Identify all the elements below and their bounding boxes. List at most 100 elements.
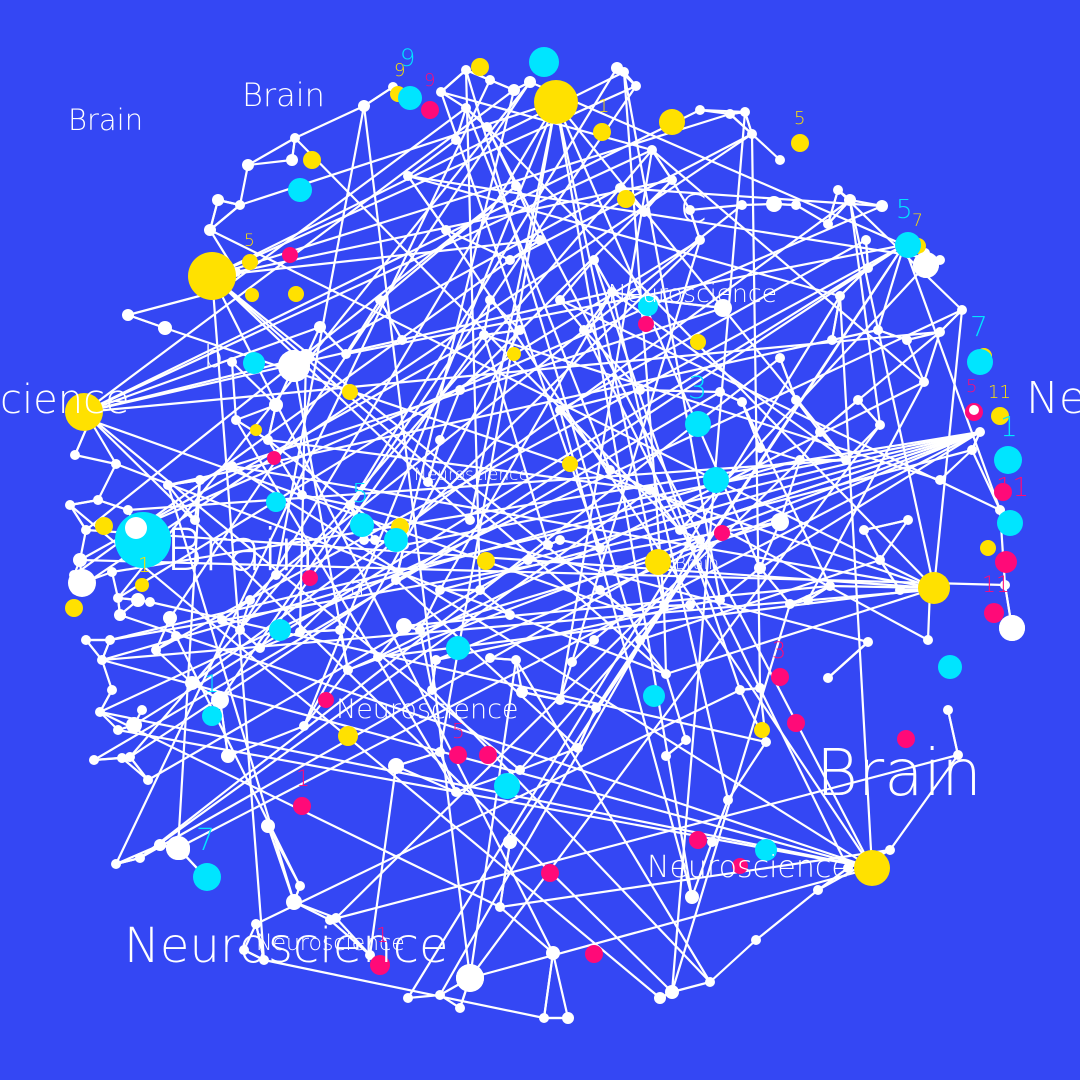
network-node-white <box>747 129 757 139</box>
network-node-magenta <box>714 525 730 541</box>
network-edge <box>876 328 909 342</box>
network-edge <box>558 298 1002 512</box>
network-edge <box>856 398 882 427</box>
network-node-white <box>221 749 235 763</box>
network-node-white <box>126 717 142 733</box>
label-num-3-magenta: 3 <box>772 639 786 664</box>
network-node-white <box>647 145 657 155</box>
network-edge <box>328 918 372 957</box>
network-edge <box>394 764 458 794</box>
network-node-white <box>461 103 471 113</box>
network-edge <box>662 604 668 676</box>
network-node-white <box>844 194 856 206</box>
network-node-white <box>524 76 536 88</box>
label-num-1-magenta: 1 <box>296 767 310 792</box>
network-node-yellow <box>188 252 236 300</box>
network-node-magenta <box>732 858 748 874</box>
network-node-white <box>479 330 489 340</box>
label-num-1-cyan-left: 1 <box>204 670 219 698</box>
network-node-white <box>397 335 407 345</box>
network-edge <box>166 483 296 904</box>
network-node-white <box>953 750 963 760</box>
network-edge <box>922 330 942 384</box>
network-node-white <box>823 673 833 683</box>
network-node-yellow <box>65 393 103 431</box>
network-node-white <box>69 570 79 580</box>
label-letter-c: C <box>680 187 707 231</box>
network-node-white <box>685 205 695 215</box>
network-edge <box>174 634 302 888</box>
network-edge <box>444 228 874 870</box>
network-node-white <box>707 837 717 847</box>
network-node-white <box>725 109 735 119</box>
network-edge <box>176 478 202 850</box>
network-edge <box>570 638 596 664</box>
network-node-white <box>607 287 617 297</box>
network-node-white <box>65 500 75 510</box>
network-edge <box>210 112 732 278</box>
network-edge <box>208 228 936 590</box>
network-node-white <box>695 105 705 115</box>
network-node-white <box>841 455 851 465</box>
network-edge <box>838 294 874 870</box>
label-num-5-left: 5 <box>244 231 255 251</box>
network-node-yellow <box>791 134 809 152</box>
network-node-white <box>107 685 117 695</box>
network-node-magenta <box>318 692 334 708</box>
network-node-cyan <box>994 446 1022 474</box>
network-node-white <box>114 609 126 621</box>
network-node-white <box>876 200 888 212</box>
network-edge <box>444 228 512 262</box>
network-node-white <box>505 610 515 620</box>
network-node-white <box>843 863 853 873</box>
label-num-5-cyan-right: 5 <box>896 195 913 225</box>
network-edge <box>318 325 348 356</box>
network-node-white <box>391 575 401 585</box>
network-node-white <box>482 122 492 132</box>
network-edge <box>642 178 674 214</box>
network-edge <box>246 158 294 167</box>
network-node-magenta <box>479 746 497 764</box>
network-node-white <box>95 707 105 717</box>
network-edge <box>558 660 574 702</box>
network-node-white <box>775 353 785 363</box>
network-node-white <box>785 599 795 609</box>
network-edge <box>84 528 936 590</box>
network-node-white <box>235 625 245 635</box>
network-node-white <box>833 185 843 195</box>
network-edge <box>406 138 458 178</box>
network-node-white <box>873 325 883 335</box>
network-node-white <box>645 485 655 495</box>
network-node-yellow <box>690 334 706 350</box>
label-num-3-cyan: 3 <box>688 371 707 406</box>
network-edge <box>82 410 674 994</box>
network-node-white <box>505 255 515 265</box>
network-edge <box>610 290 730 802</box>
network-edge <box>298 238 702 634</box>
network-edge <box>108 430 982 642</box>
network-node-cyan <box>446 636 470 660</box>
network-node-magenta <box>449 746 467 764</box>
network-node-white <box>271 570 281 580</box>
network-edge <box>946 708 960 757</box>
network-edge <box>558 298 586 332</box>
network-node-white <box>495 902 505 912</box>
network-edge <box>100 658 874 870</box>
network-edge <box>652 298 725 310</box>
network-node-cyan <box>685 411 711 437</box>
network-node-yellow <box>918 572 950 604</box>
network-node-white <box>239 945 249 955</box>
network-node-yellow <box>245 288 259 302</box>
network-edge <box>468 100 558 522</box>
network-node-white <box>795 455 805 465</box>
network-node-cyan <box>997 510 1023 536</box>
network-edge <box>740 400 832 588</box>
network-node-white <box>373 652 383 662</box>
network-node-white <box>231 415 241 425</box>
network-node-highlight <box>999 615 1025 641</box>
network-edge <box>402 430 982 547</box>
network-node-white <box>555 295 565 305</box>
network-edge <box>708 938 758 984</box>
network-edge <box>558 388 642 412</box>
